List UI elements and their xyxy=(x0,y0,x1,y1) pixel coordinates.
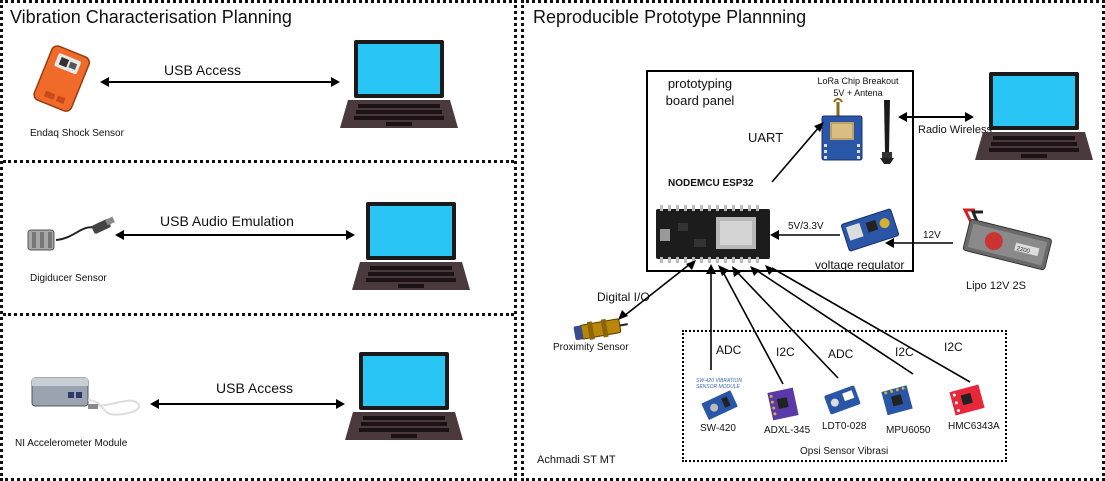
radio-wireless-label: Radio Wireless xyxy=(918,124,992,136)
lora-label-line2: 5V + Antena xyxy=(833,88,883,98)
proximity-sensor-image xyxy=(572,314,628,347)
right-panel-title: Reproducible Prototype Plannning xyxy=(533,7,807,27)
battery-label: Lipo 12V 2S xyxy=(966,280,1026,292)
bus-label-sw420: ADC xyxy=(716,343,742,357)
left-panel-title: Vibration Characterisation Planning xyxy=(10,7,292,27)
usb-link-arrow-3 xyxy=(150,399,345,409)
ni-module-image xyxy=(28,370,148,425)
mpu6050-image xyxy=(878,380,918,425)
antenna-image xyxy=(876,98,898,171)
right-panel xyxy=(521,0,1105,481)
lora-chip-image xyxy=(818,98,868,169)
prototyping-board-box xyxy=(646,70,914,272)
sw420-print-line1: SW-420 VIBRATION xyxy=(696,378,742,384)
usb-access-label-3: USB Access xyxy=(216,380,294,396)
endaq-sensor-image xyxy=(28,44,98,117)
digiducer-sensor-image xyxy=(26,216,116,263)
digital-io-arrow xyxy=(618,260,696,320)
endaq-sensor-label: Endaq Shock Sensor xyxy=(30,128,124,139)
lora-label-line1: LoRa Chip Breakout xyxy=(817,76,899,86)
usb-audio-emulation-label: USB Audio Emulation xyxy=(160,213,294,229)
sensor-name-adxl345: ADXL-345 xyxy=(764,425,811,436)
sensor-name-ldt0028: LDT0-028 xyxy=(822,421,867,432)
proximity-sensor-label: Proximity Sensor xyxy=(553,342,629,353)
sensor-group-label: Opsi Sensor Vibrasi xyxy=(800,446,889,457)
v12-label: 12V xyxy=(923,230,941,241)
hmc6343a-image xyxy=(946,380,988,425)
sensor-name-mpu6050: MPU6050 xyxy=(886,425,931,436)
esp32-board-image xyxy=(654,203,772,270)
sensor-group-box xyxy=(682,330,1007,462)
bus-label-ldt0028: ADC xyxy=(828,347,854,361)
sensor-name-sw420: SW-420 xyxy=(700,423,736,434)
sw420-image: SW-420 VIBRATION SENSOR MODULE xyxy=(694,374,744,425)
digiducer-sensor-label: Digiducer Sensor xyxy=(30,273,107,284)
left-panel xyxy=(0,0,517,481)
left-divider-1 xyxy=(3,160,514,163)
board-title-line1: prototyping xyxy=(667,76,733,91)
laptop-icon-1 xyxy=(340,38,458,135)
bus-label-adxl345: I2C xyxy=(776,345,795,359)
laptop-icon-4 xyxy=(975,70,1093,167)
bus-label-hmc6343a: I2C xyxy=(944,340,963,354)
laptop-icon-3 xyxy=(345,350,463,447)
regulator-to-esp-arrow xyxy=(770,230,840,240)
voltage-regulator-image xyxy=(840,208,900,257)
battery-to-regulator-arrow xyxy=(885,238,953,248)
ldt0028-image xyxy=(820,380,864,423)
adxl345-image xyxy=(766,386,800,427)
sw420-print-line2: SENSOR MODULE xyxy=(696,384,741,390)
battery-capacity-print: 2200 xyxy=(1016,246,1031,255)
sensor-name-hmc6343a: HMC6343A xyxy=(948,421,1000,432)
lipo-battery-image: 2200 xyxy=(955,206,1055,281)
board-title-line2: board panel xyxy=(665,93,735,108)
uart-label: UART xyxy=(748,130,784,145)
usb-access-label-1: USB Access xyxy=(164,62,242,78)
regulator-label: voltage regulator xyxy=(815,258,905,272)
voltage-label: 5V/3.3V xyxy=(788,221,824,232)
author-label: Achmadi ST MT xyxy=(537,454,616,466)
digital-io-label: Digital I/O xyxy=(597,290,650,304)
ni-module-label: NI Accelerometer Module xyxy=(15,438,128,449)
radio-wireless-arrow xyxy=(898,112,974,122)
laptop-icon-2 xyxy=(352,200,470,297)
bus-label-mpu6050: I2C xyxy=(895,345,914,359)
uart-arrow xyxy=(771,122,824,183)
nodemcu-label: NODEMCU ESP32 xyxy=(668,178,754,189)
usb-link-arrow-1 xyxy=(100,77,340,87)
left-divider-2 xyxy=(3,313,514,316)
usb-link-arrow-2 xyxy=(115,230,355,240)
